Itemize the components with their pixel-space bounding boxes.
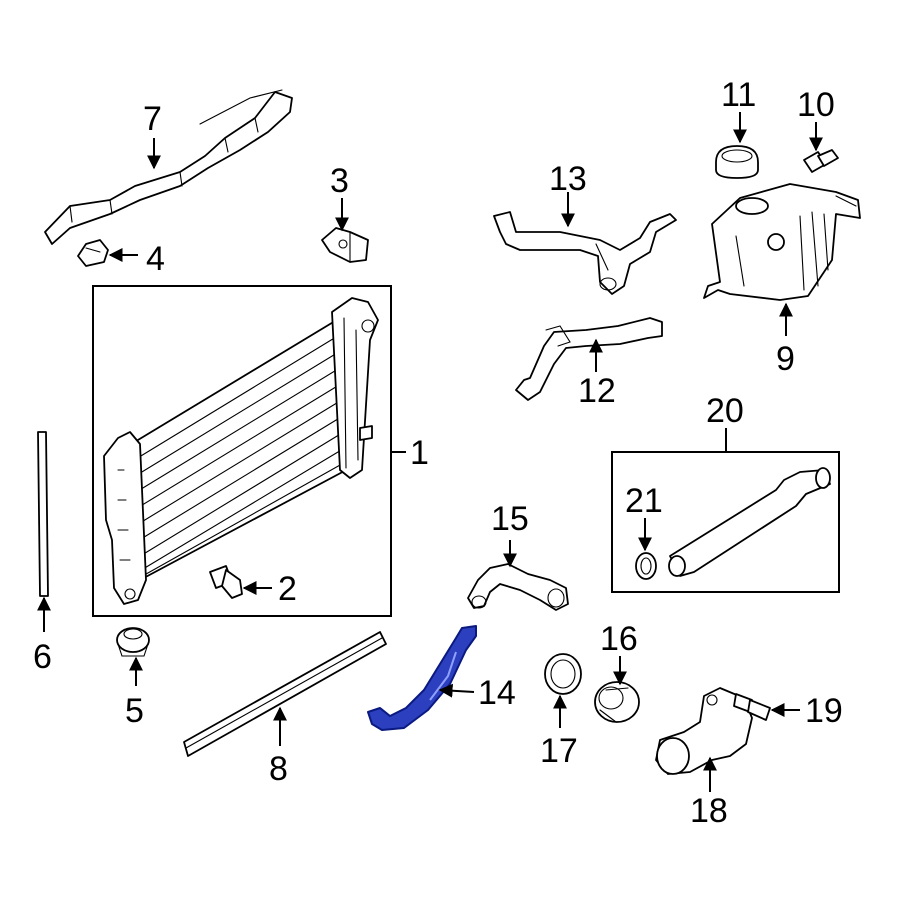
part-15-hose[interactable] [467, 563, 569, 611]
callout-10: 10 [797, 86, 835, 124]
callout-17: 17 [540, 732, 578, 770]
callout-5: 5 [125, 692, 144, 730]
callout-11: 11 [721, 76, 756, 114]
part-20-coolant-pipe[interactable] [668, 467, 831, 577]
part-13-upper-hose[interactable] [493, 211, 677, 295]
callout-20: 20 [706, 392, 744, 430]
part-10-bolt[interactable] [803, 149, 839, 173]
part-6-seal-strip[interactable] [37, 431, 49, 597]
callout-1: 1 [410, 434, 429, 472]
callout-13: 13 [549, 160, 587, 198]
callout-4: 4 [146, 240, 165, 278]
callout-8: 8 [269, 750, 288, 788]
part-19-bolt[interactable] [733, 693, 771, 721]
callout-6: 6 [33, 638, 52, 676]
callout-2: 2 [278, 570, 297, 608]
callout-18: 18 [690, 792, 728, 830]
part-7-air-deflector[interactable] [44, 89, 293, 245]
callout-leaders [37, 112, 823, 792]
callout-9: 9 [776, 340, 795, 378]
callout-15: 15 [491, 500, 529, 538]
part-9-reservoir[interactable] [703, 183, 861, 301]
part-16-thermostat[interactable] [594, 681, 640, 723]
part-3-bracket[interactable] [321, 227, 369, 263]
callout-16: 16 [600, 620, 638, 658]
callout-14: 14 [478, 674, 516, 712]
part-21-o-ring[interactable] [635, 552, 657, 580]
part-2-bolt[interactable] [209, 565, 243, 599]
callout-12: 12 [578, 372, 616, 410]
callout-3: 3 [330, 162, 349, 200]
part-5-isolator[interactable] [116, 627, 150, 657]
part-14-lower-hose[interactable] [367, 625, 477, 731]
part-11-cap[interactable] [715, 145, 759, 179]
part-8-lower-seal[interactable] [183, 631, 387, 757]
callout-21: 21 [625, 482, 663, 520]
callout-19: 19 [805, 692, 843, 730]
part-12-bypass-hose[interactable] [515, 317, 663, 401]
part-18-thermostat-housing[interactable] [655, 687, 753, 775]
part-1-radiator[interactable] [103, 297, 379, 605]
part-17-gasket[interactable] [544, 653, 582, 695]
part-4-clip[interactable] [77, 239, 109, 267]
callout-7: 7 [143, 100, 162, 138]
